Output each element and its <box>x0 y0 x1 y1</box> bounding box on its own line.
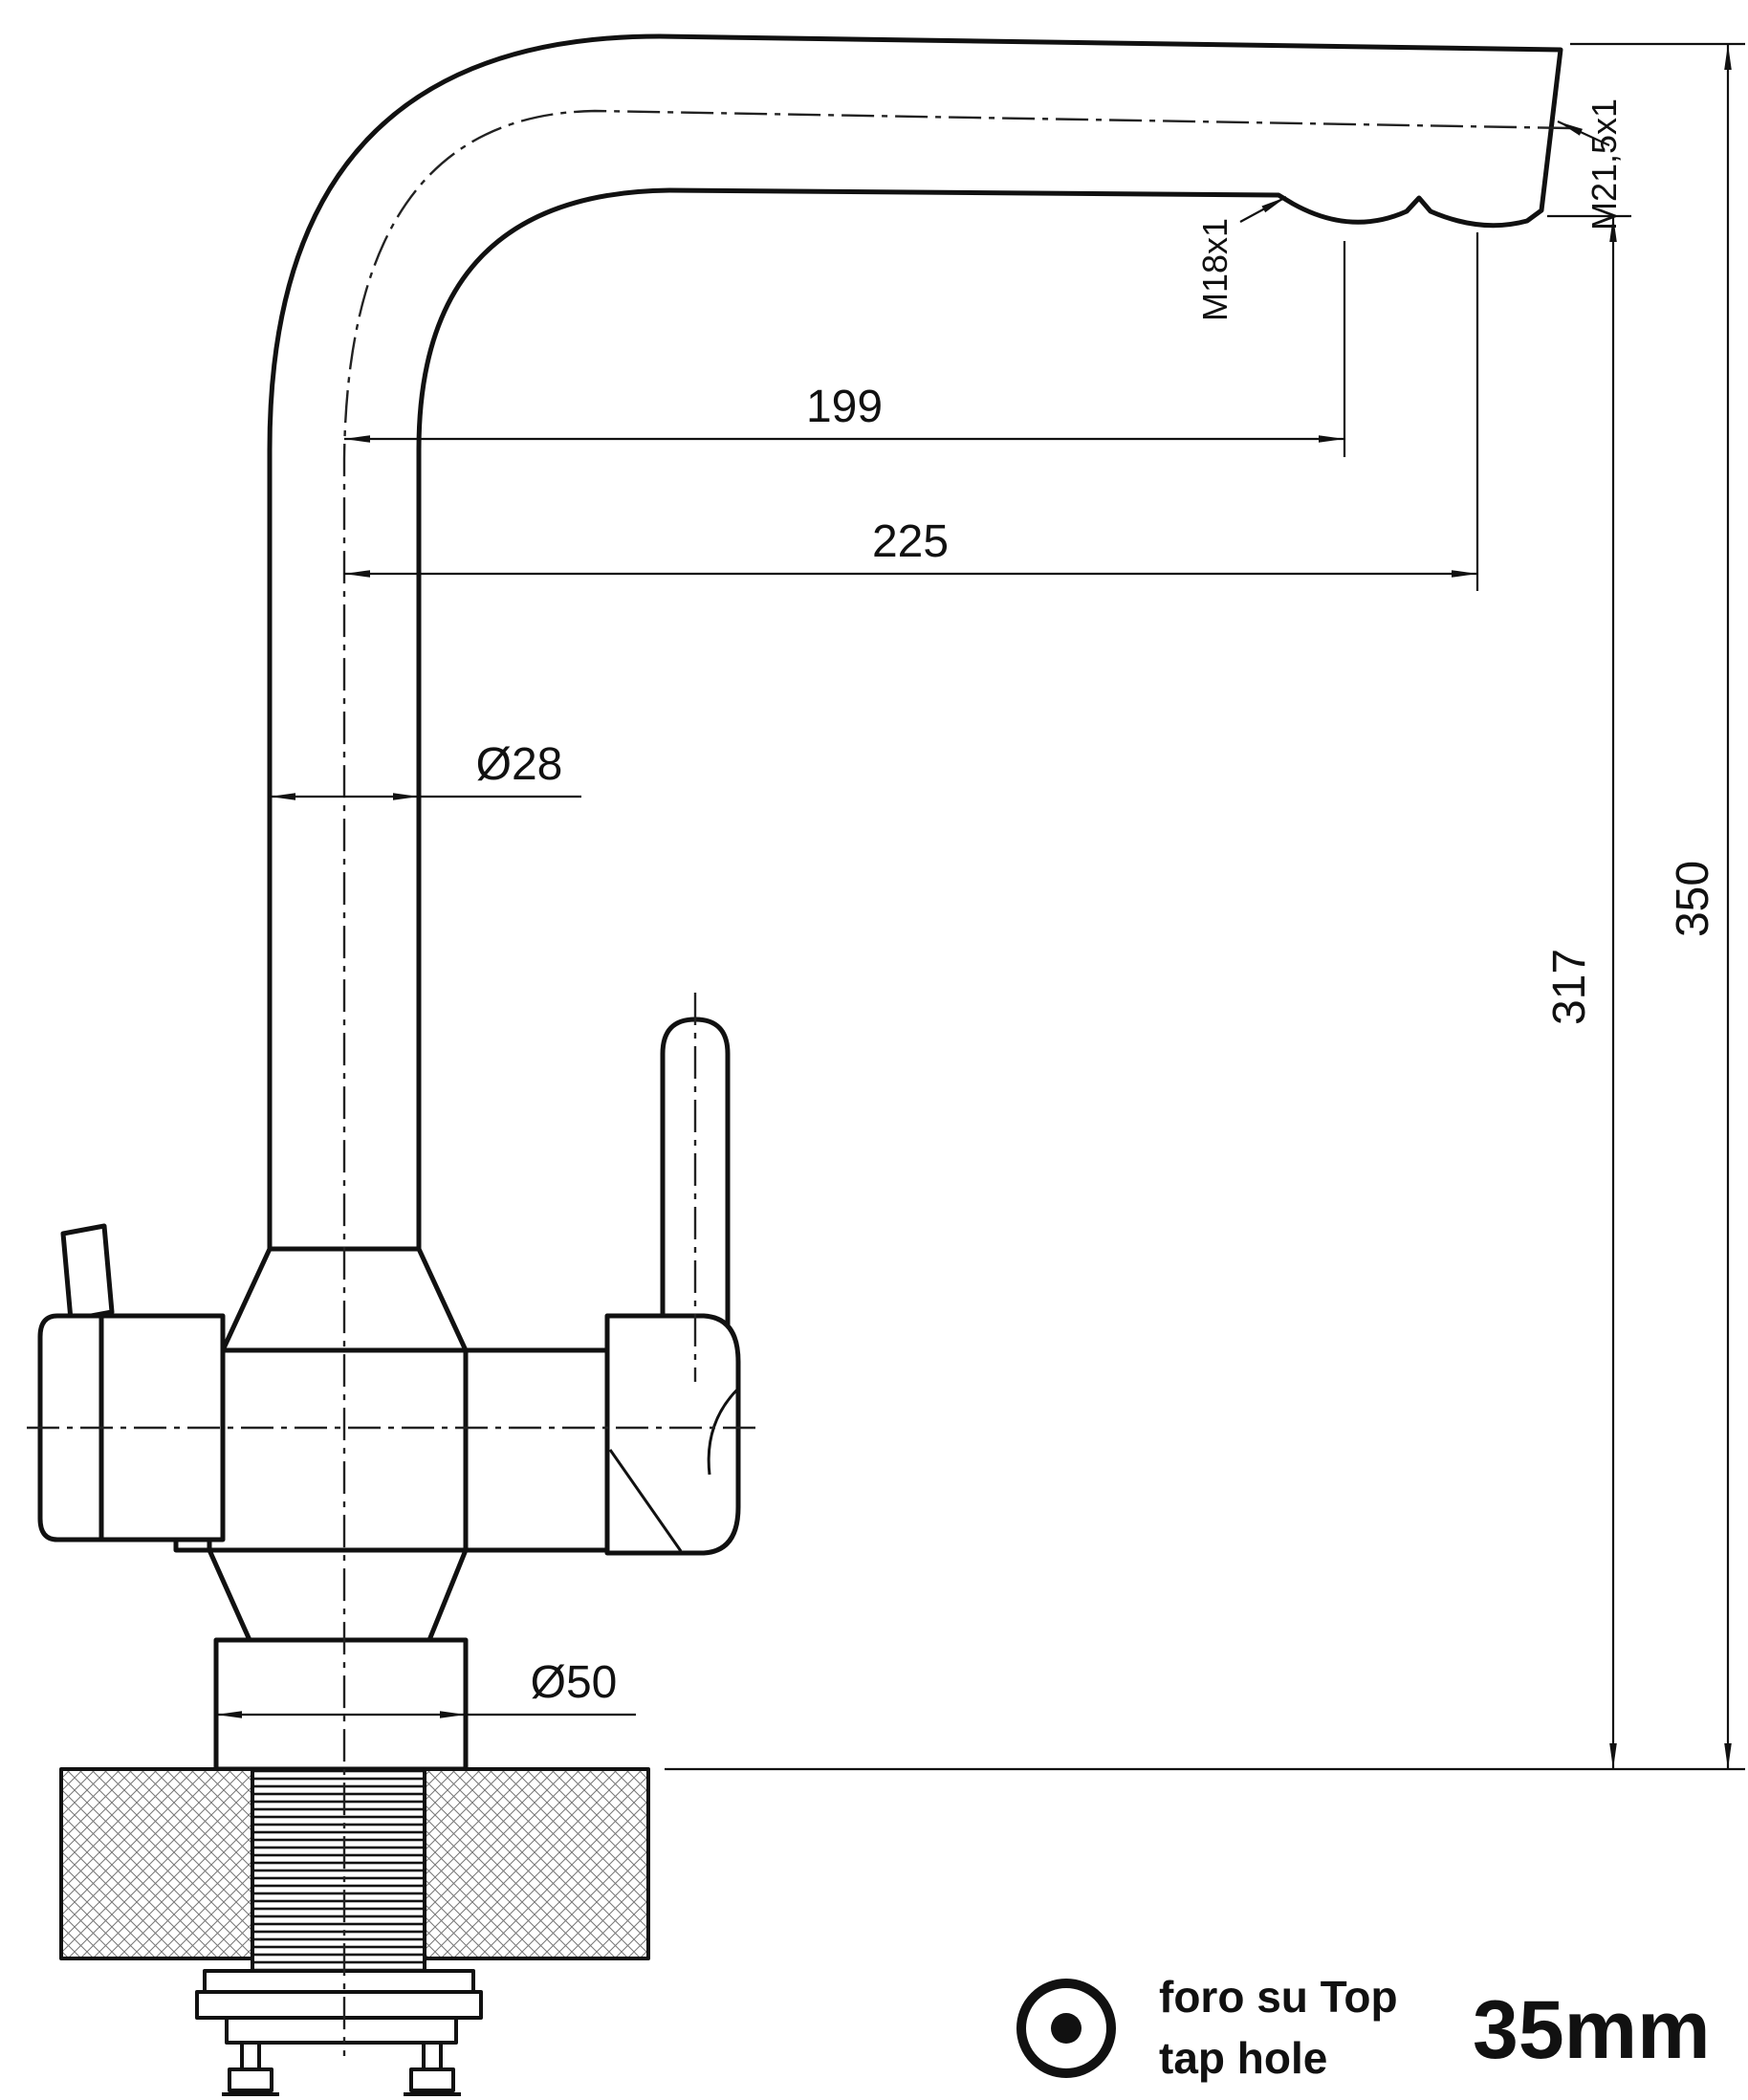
dim-225-label: 225 <box>872 516 949 567</box>
faucet-body <box>37 33 1563 1772</box>
base-escutcheon <box>213 1637 469 1772</box>
dimension-labels: 199 225 Ø28 Ø50 317 350 M18x1 M21,5x1 <box>476 98 1718 1708</box>
dim-50-label: Ø50 <box>531 1657 618 1708</box>
clamp-bracket <box>225 2016 458 2045</box>
nut-left <box>228 2067 273 2092</box>
nut-right <box>409 2067 455 2092</box>
lower-cone <box>207 1547 469 1643</box>
spout-centerline <box>342 109 1571 2056</box>
mixer-housing-detail-line <box>608 1449 683 1552</box>
washer-plate-2 <box>195 1990 483 2020</box>
tap-hole-icon-dot <box>1051 2013 1082 2044</box>
dim-350-label: 350 <box>1668 861 1718 937</box>
thread-m18-label: M18x1 <box>1195 218 1235 321</box>
left-valve-cylinder <box>37 1313 226 1542</box>
countertop-right <box>423 1767 650 1960</box>
tap-hole-legend: foro su Top tap hole 35mm <box>1016 1972 1711 2083</box>
legend-label-en: tap hole <box>1159 2033 1327 2083</box>
threaded-shank <box>251 1767 426 1973</box>
legend-hole-size: 35mm <box>1473 1984 1711 2076</box>
washer-plate-1 <box>203 1969 475 1994</box>
mount-assembly <box>59 1767 650 2096</box>
mixer-housing <box>604 1313 741 1556</box>
centerlines <box>27 109 1571 2056</box>
spout-outline <box>267 33 1563 1258</box>
dim-199-label: 199 <box>806 382 883 432</box>
dim-28-label: Ø28 <box>476 739 563 790</box>
tap-hole-icon <box>1016 1979 1116 2078</box>
filter-lever <box>60 1223 115 1323</box>
dim-317-label: 317 <box>1544 949 1595 1025</box>
body-block <box>173 1347 610 1553</box>
leader-m18 <box>1239 196 1287 223</box>
leader-m21 <box>1557 120 1610 146</box>
countertop-left <box>59 1767 254 1960</box>
legend-label-it: foro su Top <box>1159 1972 1398 2022</box>
thread-m21-label: M21,5x1 <box>1584 98 1624 230</box>
dimensions <box>216 42 1745 1771</box>
